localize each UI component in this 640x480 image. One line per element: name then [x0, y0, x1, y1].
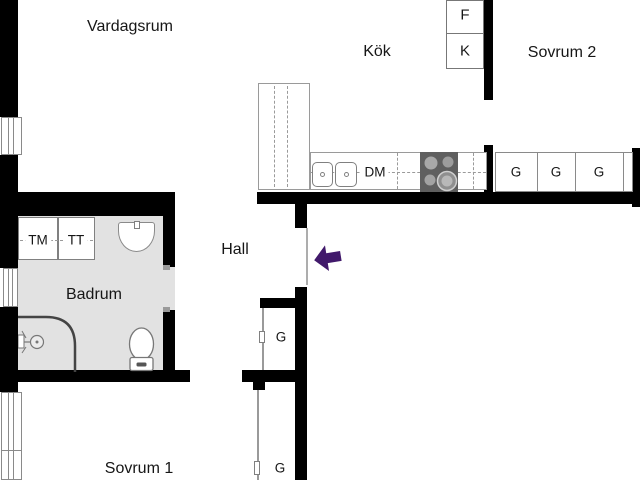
wall-kitchen-band [257, 192, 640, 204]
room-label-kitchen: Kök [363, 43, 391, 60]
wall-bathroom-right-lower [163, 310, 175, 382]
entrance-arrow-icon [314, 245, 342, 271]
bedroom1-wardrobe-label: G [274, 460, 286, 476]
wall-left-low [0, 307, 18, 392]
room-label-living-room: Vardagsrum [87, 18, 173, 35]
room-label-bedroom1: Sovrum 1 [104, 460, 174, 477]
counter-dash-v1 [397, 153, 398, 189]
wardrobe-label-2: G [550, 164, 562, 180]
wall-bedroom2-left-top [484, 0, 493, 100]
hall-wardrobe-label: G [275, 329, 287, 345]
wall-hall-closet-top [260, 298, 295, 308]
wall-right-edge [632, 148, 640, 207]
wall-bathroom-bottom [18, 370, 190, 382]
kitchen-tall-cabinet [258, 83, 310, 190]
bedroom1-closet-door [257, 390, 259, 480]
dishwasher-label: DM [361, 164, 389, 180]
room-label-bathroom: Badrum [65, 286, 123, 303]
sink-drain-right [344, 172, 349, 177]
cabinet-dash-2 [287, 86, 288, 187]
window-bedroom1 [1, 392, 22, 480]
shower-enclosure [18, 315, 77, 372]
wardrobe-label-3: G [593, 164, 605, 180]
freezer-box [446, 33, 484, 69]
wall-left-top [0, 0, 18, 117]
fridge-label: F [460, 6, 470, 24]
hall-closet-handle [259, 331, 265, 343]
wall-hall-closet-bottom [242, 370, 307, 382]
bathroom-sink-tap [134, 221, 140, 229]
counter-dash-v2 [473, 153, 474, 189]
bedroom1-closet-handle [254, 461, 260, 475]
wall-bathroom-top [0, 192, 175, 216]
wall-closet-jamb [253, 382, 265, 390]
wardrobe-cell-2 [537, 152, 576, 192]
room-label-hall: Hall [221, 241, 249, 258]
entrance-door-leaf [306, 228, 308, 285]
wall-mid-vertical [295, 287, 307, 480]
counter-dash [311, 172, 486, 173]
washing-machine-label: TM [25, 232, 51, 248]
bathroom-door-jamb-top [163, 265, 170, 270]
wardrobe-label-1: G [510, 164, 522, 180]
stove-icon [420, 152, 458, 192]
sink-drain-left [320, 172, 325, 177]
window-bathroom [3, 268, 18, 307]
bathroom-door-opening [163, 267, 175, 310]
bathroom-door-jamb-bottom [163, 307, 170, 312]
cabinet-dash-1 [274, 86, 275, 187]
laundry-dash [20, 240, 93, 241]
window-living-room [1, 117, 22, 155]
wall-bathroom-right-upper [163, 216, 175, 267]
dryer-label: TT [64, 232, 88, 248]
wall-entry-stub [295, 204, 307, 228]
freezer-label: K [459, 42, 471, 60]
wardrobe-cell-4 [623, 152, 633, 192]
room-label-bedroom2: Sovrum 2 [527, 44, 597, 61]
toilet-icon [128, 327, 155, 372]
wall-bedroom2-left-low [484, 145, 493, 195]
